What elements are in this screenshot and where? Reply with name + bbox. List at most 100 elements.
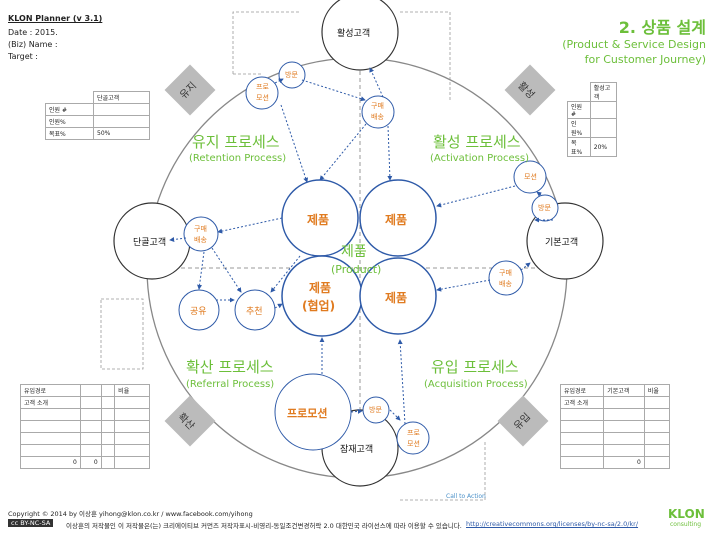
basic-customer-circle <box>526 202 604 280</box>
product-label-acquisition: 제품 <box>385 291 408 305</box>
product-label-referral-collab: (협업) <box>302 299 336 313</box>
copyright-text: Copyright © 2014 by 이상훈 yihong@klon.co.k… <box>8 510 253 518</box>
active-customer-label: 활성고객 <box>337 29 371 39</box>
basic-customer-label: 기본고객 <box>545 238 579 248</box>
retention-process-title: 유지 프로세스 <box>192 133 280 151</box>
metrics-row-label: 인원% <box>567 118 591 138</box>
metrics-row-label: 인원% <box>44 115 95 128</box>
acquisition-process-title: 유입 프로세스 <box>431 358 519 376</box>
product-circle-acquisition <box>359 257 437 335</box>
activation-process-subtitle: (Activation Process) <box>430 153 529 164</box>
purchase-circle-right <box>488 260 524 296</box>
metrics-row-label: 목표% <box>567 137 591 157</box>
klon-logo-sub: consulting <box>670 521 701 528</box>
loyal-metrics-header: 단골고객 <box>93 91 150 104</box>
metrics-row-label: 목표% <box>44 127 95 140</box>
klon-logo: KLON <box>668 507 705 521</box>
target-field: Target : <box>8 52 38 61</box>
license-text: 이상훈의 저작물인 이 저작물은(는) 크리에이티브 커먼즈 저작자표시-비영리… <box>66 522 462 530</box>
table-total: 0 <box>20 456 81 469</box>
purchase-label-left-1: 구매 <box>194 225 207 233</box>
center-product-subtitle: (Product) <box>331 263 382 276</box>
share-label: 공유 <box>190 307 207 317</box>
promotion-circle-right <box>513 160 547 194</box>
recommend-circle <box>234 289 276 331</box>
cc-license-badge: cc BY-NC-SA <box>8 519 54 527</box>
promotion-circle-bottom-right <box>396 421 430 455</box>
date-field: Date : 2015. <box>8 28 58 37</box>
metrics-row-label: 인원 # <box>44 103 95 116</box>
table-row-label: 고객 소개 <box>20 396 81 409</box>
recommend-label: 추천 <box>246 307 263 317</box>
table-header: 기본고객 <box>603 384 645 397</box>
planner-version: KLON Planner (v 3.1) <box>8 14 103 23</box>
purchase-circle-top <box>361 95 395 129</box>
table-row-label: 고객 소개 <box>559 396 605 409</box>
metrics-row-value <box>93 103 150 116</box>
referral-process-title: 확산 프로세스 <box>186 358 274 376</box>
metrics-row-value <box>589 118 618 138</box>
purchase-label-right-2: 배송 <box>499 280 512 288</box>
diamond-retention <box>164 64 216 116</box>
diamond-activation <box>504 64 556 116</box>
table-header: 비율 <box>114 384 150 397</box>
flow-arrows <box>169 67 553 425</box>
active-metrics-header: 활성고객 <box>589 82 618 102</box>
center-product-label: 제품 <box>341 244 367 260</box>
biz-name-field: (Biz) Name : <box>8 40 58 49</box>
promotion-label-top-2: 모션 <box>256 94 269 102</box>
promotion-circle-top <box>245 76 279 110</box>
visit-circle-right <box>531 194 559 222</box>
potential-customer-label: 잠재고객 <box>340 445 374 455</box>
promotion-label-top-1: 프로 <box>256 83 269 91</box>
visit-circle-bottom <box>362 396 390 424</box>
metrics-row-value: 50% <box>93 127 150 140</box>
visit-label-bottom: 방문 <box>369 406 382 414</box>
metrics-row-label: 인원 # <box>567 101 591 119</box>
table-header: 유입경로 <box>559 384 605 397</box>
table-header: 비율 <box>643 384 671 397</box>
referral-process-subtitle: (Referral Process) <box>186 379 275 390</box>
metrics-row-value <box>93 115 150 128</box>
dashed-guides <box>100 11 486 501</box>
loyal-customer-label: 단골고객 <box>133 238 167 248</box>
product-label-activation: 제품 <box>385 213 408 227</box>
retention-process-subtitle: (Retention Process) <box>189 153 287 164</box>
visit-label-top: 방문 <box>285 71 298 79</box>
visit-label-right: 방문 <box>538 204 551 212</box>
product-label-retention: 제품 <box>307 213 330 227</box>
promotion-label-bottom-right-1: 프로 <box>407 429 420 437</box>
purchase-label-left-2: 배송 <box>194 236 207 244</box>
metrics-row-value <box>589 101 618 119</box>
license-link[interactable]: http://creativecommons.org/licenses/by-n… <box>466 520 639 528</box>
table-total: 0 <box>603 456 645 469</box>
cross-lines <box>160 50 570 450</box>
product-circle-activation <box>359 179 437 257</box>
active-customer-circle <box>321 0 399 71</box>
purchase-label-right-1: 구매 <box>499 269 512 277</box>
acquisition-process-subtitle: (Acquisition Process) <box>424 379 528 390</box>
loyal-metrics-table: 단골고객 인원 # 인원% 목표%50% <box>44 91 150 140</box>
visit-circle-top <box>278 61 306 89</box>
metrics-row-value: 20% <box>589 137 618 157</box>
section-subtitle-line2: for Customer Journey) <box>584 53 706 66</box>
active-metrics-table: 활성고객 인원 # 인원% 목표%20% <box>567 82 618 157</box>
promotion-label-bottom-left: 프로모션 <box>287 407 328 420</box>
product-label-referral: 제품 <box>309 281 332 295</box>
table-total: 0 <box>79 456 102 469</box>
table-header: 유입경로 <box>20 384 81 397</box>
share-circle <box>178 289 220 331</box>
purchase-label-top-2: 배송 <box>371 113 384 121</box>
section-title: 2. 상품 설계 <box>618 18 706 37</box>
promotion-label-bottom-right-2: 모션 <box>407 440 420 448</box>
section-subtitle-line1: (Product & Service Design <box>562 38 706 51</box>
promotion-label-right: 모션 <box>524 173 537 181</box>
purchase-circle-left <box>183 216 219 252</box>
activation-process-title: 활성 프로세스 <box>433 133 521 151</box>
purchase-label-top-1: 구매 <box>371 102 384 110</box>
call-to-action-label: Call to Action <box>446 493 486 500</box>
